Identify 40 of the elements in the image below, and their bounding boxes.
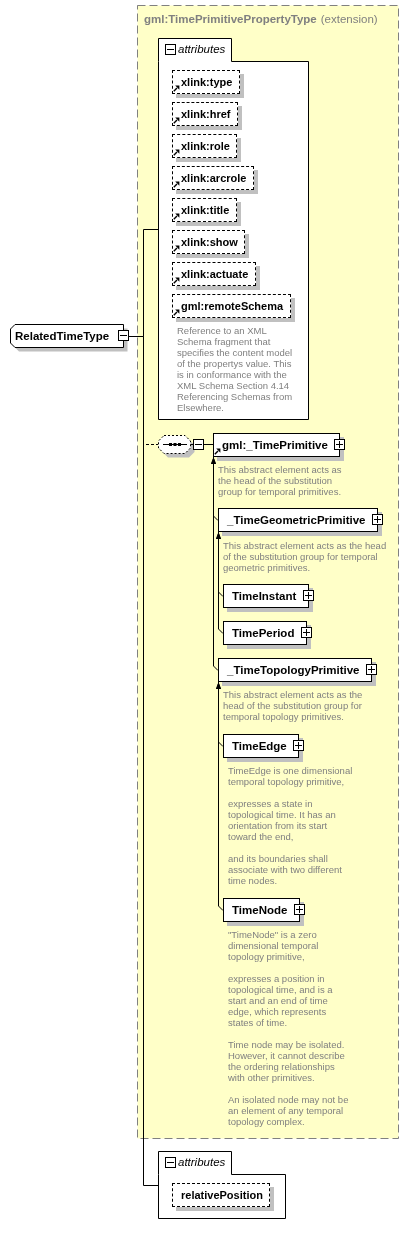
description-text: "TimeNode" is a zero dimensional temporal topology primitive, — [228, 929, 320, 962]
attribute-name: xlink:arcrole — [181, 171, 247, 186]
attribute-name: relativePosition — [181, 1188, 263, 1203]
tab-label: attributes — [178, 42, 226, 57]
attribute-name: xlink:show — [181, 235, 238, 250]
description-text: This abstract element acts as the head of the substitution group for temporal geometric primitives. — [223, 539, 388, 573]
type-name: gml:TimePrimitivePropertyType — [144, 13, 317, 25]
element-name: TimePeriod — [232, 626, 295, 641]
arrow — [211, 456, 219, 671]
element-name: RelatedTimeType — [15, 329, 110, 344]
arrow — [216, 531, 224, 634]
attribute-name: xlink:type — [181, 75, 233, 90]
description-text: This abstract element acts as the head of the substitution group for temporal primitives. — [218, 463, 343, 497]
extension-panel — [137, 5, 399, 1139]
derivation-label: (extension) — [320, 13, 378, 25]
description-text: TimeEdge is one dimensional temporal topology primitive, — [228, 765, 354, 787]
description-text: An isolated node may not be an element of any temporal topology complex. — [228, 1094, 350, 1127]
element-name: TimeEdge — [232, 739, 287, 754]
element-name: TimeInstant — [232, 589, 297, 604]
description-text: expresses a state in topological time. It has an orientation from its start toward the end, — [228, 798, 337, 842]
attributes-panel — [158, 1151, 286, 1219]
attributes-panel — [158, 38, 309, 420]
attribute-name: xlink:href — [181, 107, 231, 122]
description-text: This abstract element acts as the head of the substitution group for temporal topology primitives. — [223, 689, 364, 722]
element-name: _TimeGeometricPrimitive — [227, 513, 366, 528]
arrow — [216, 681, 224, 911]
element-name: TimeNode — [232, 903, 288, 918]
description-text: and its boundaries shall associate with two different time nodes. — [228, 853, 343, 886]
attribute-name: gml:remoteSchema — [181, 299, 284, 314]
tab-label: attributes — [178, 1155, 226, 1170]
attribute-name: xlink:actuate — [181, 267, 249, 282]
connector-line — [203, 444, 214, 445]
attribute-name: xlink:role — [181, 139, 230, 154]
attribute-name: xlink:title — [181, 203, 230, 218]
description-text: Time node may be isolated. However, it cannot describe the ordering relationships with other primitives. — [228, 1039, 346, 1083]
description-text: Reference to an XML Schema fragment that specifies the content model of the propertys value. This is in conformance with the XML Schema Section 4.14 Referencing Schemas from Elsewhere. — [177, 325, 294, 413]
element-box — [10, 324, 129, 352]
description-text: expresses a position in topological time, and is a start and an end of time edge, which represents states of time. — [228, 973, 334, 1028]
element-name: _TimeTopologyPrimitive — [227, 663, 360, 678]
element-name: gml:_TimePrimitive — [222, 438, 328, 453]
